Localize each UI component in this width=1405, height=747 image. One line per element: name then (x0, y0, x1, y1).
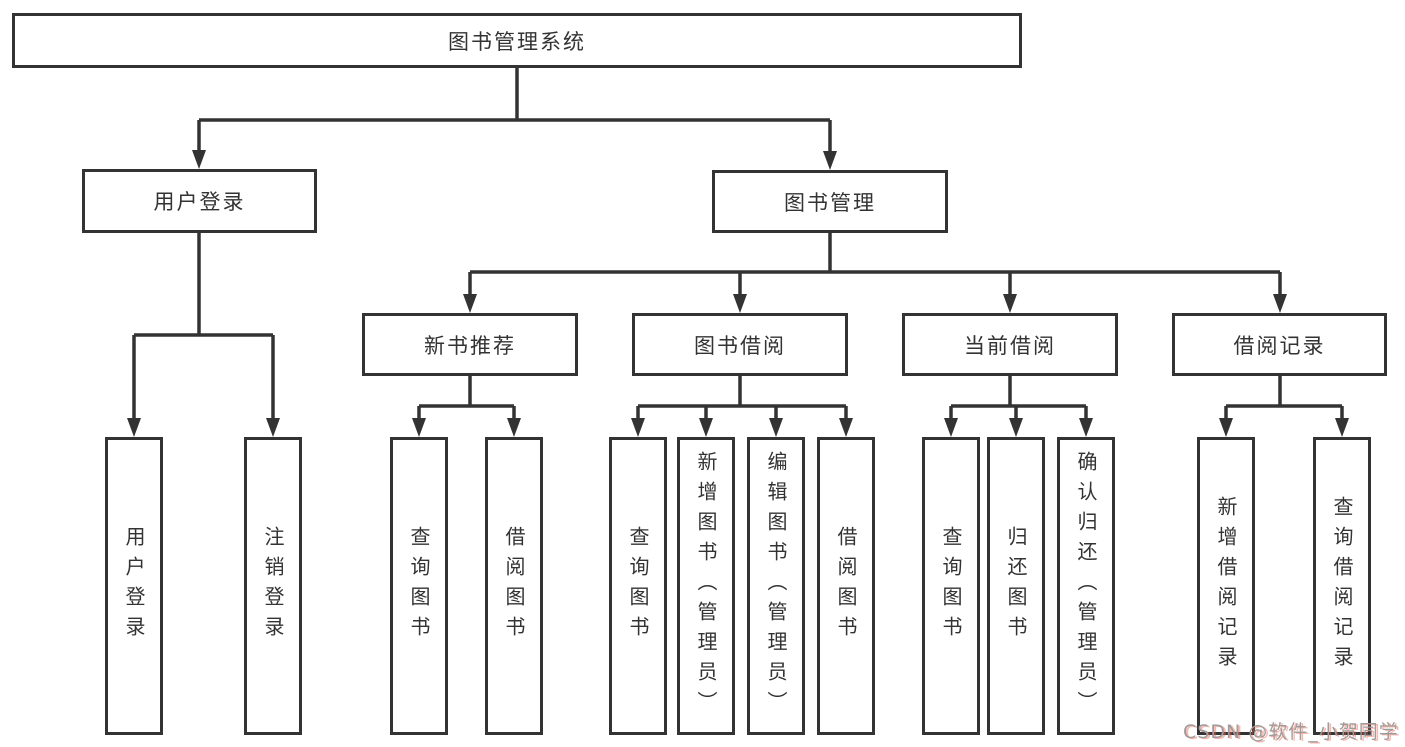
leaf-confirm-return-admin: 确认归还（管理员） (1057, 437, 1115, 735)
leaf-query-book-borrow: 查询图书 (609, 437, 667, 735)
leaf-user-login: 用户登录 (105, 437, 163, 735)
csdn-watermark: CSDN @软件_小贺同学 (1183, 721, 1399, 743)
leaf-query-book-current: 查询图书 (922, 437, 980, 735)
node-book-borrow: 图书借阅 (632, 313, 848, 376)
leaf-label: 新增图书（管理员） (694, 451, 718, 721)
leaf-label: 用户登录 (122, 526, 146, 646)
leaf-label: 查询图书 (626, 526, 650, 646)
leaf-label: 查询借阅记录 (1330, 496, 1354, 676)
leaf-borrow-book: 借阅图书 (817, 437, 875, 735)
leaf-query-book-recommend: 查询图书 (390, 437, 448, 735)
leaf-label: 编辑图书（管理员） (764, 451, 788, 721)
arrowheads (127, 150, 1349, 437)
leaf-query-borrow-record: 查询借阅记录 (1313, 437, 1371, 735)
leaf-borrow-book-recommend: 借阅图书 (485, 437, 543, 735)
leaf-label: 确认归还（管理员） (1074, 451, 1098, 721)
leaf-label: 查询图书 (407, 526, 431, 646)
leaf-label: 注销登录 (261, 526, 285, 646)
leaf-return-book: 归还图书 (987, 437, 1045, 735)
node-borrow-record: 借阅记录 (1172, 313, 1387, 376)
leaf-label: 新增借阅记录 (1214, 496, 1238, 676)
leaf-add-book-admin: 新增图书（管理员） (677, 437, 735, 735)
leaf-edit-book-admin: 编辑图书（管理员） (747, 437, 805, 735)
leaf-label: 借阅图书 (502, 526, 526, 646)
node-new-book-recommend: 新书推荐 (362, 313, 578, 376)
node-system-root: 图书管理系统 (12, 13, 1022, 68)
leaf-label: 归还图书 (1004, 526, 1028, 646)
node-user-login: 用户登录 (82, 169, 317, 233)
leaf-add-borrow-record: 新增借阅记录 (1197, 437, 1255, 735)
leaf-label: 查询图书 (939, 526, 963, 646)
node-current-borrow: 当前借阅 (902, 313, 1118, 376)
leaf-label: 借阅图书 (834, 526, 858, 646)
node-book-management: 图书管理 (712, 170, 948, 233)
leaf-logout: 注销登录 (244, 437, 302, 735)
